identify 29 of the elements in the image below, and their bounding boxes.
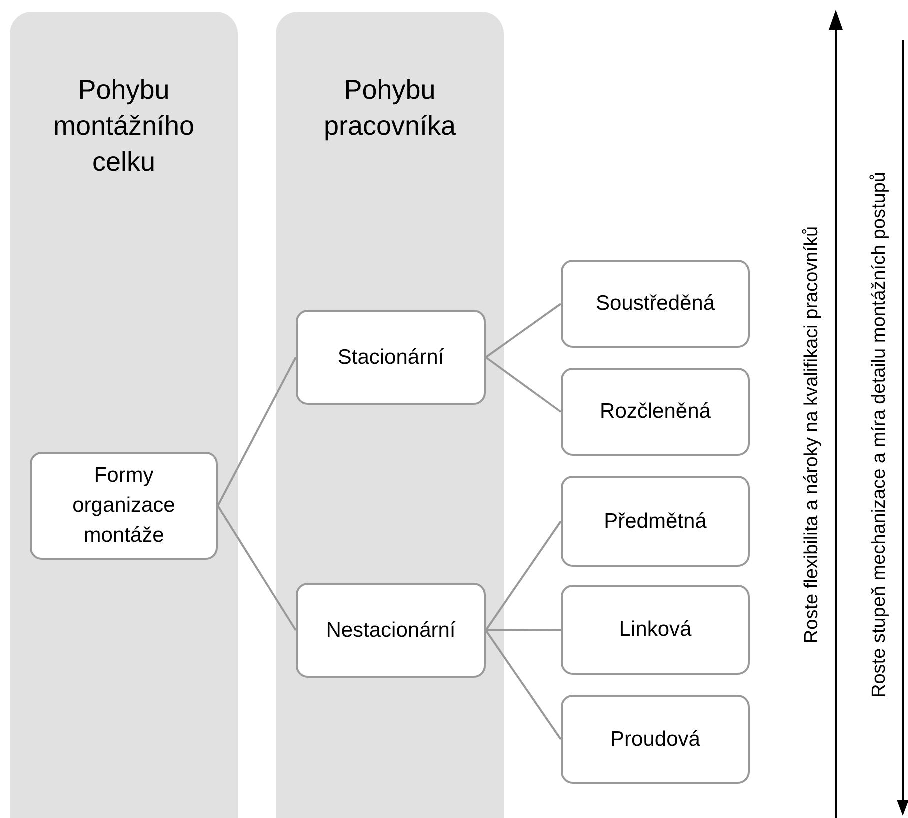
connector-line bbox=[485, 520, 562, 632]
column-heading: Pohybu montážního celku bbox=[52, 74, 196, 179]
connector-line bbox=[485, 356, 562, 413]
column-heading: Pohybu pracovníka bbox=[322, 74, 458, 143]
box-label: Formy organizace montáže bbox=[72, 463, 176, 549]
box-label: Linková bbox=[618, 617, 693, 643]
box-label: Rozčleněná bbox=[599, 399, 712, 425]
process-box bbox=[30, 452, 218, 560]
column-band bbox=[276, 12, 504, 818]
box-label: Soustředěná bbox=[594, 291, 716, 317]
process-box bbox=[561, 476, 750, 567]
process-box bbox=[296, 583, 486, 678]
connector-line bbox=[217, 505, 297, 632]
box-label: Stacionární bbox=[336, 344, 446, 370]
axis-caption: Roste stupeň mechanizace a míra detailu montážních postupů bbox=[869, 172, 891, 698]
axis-caption: Roste flexibilita a nároky na kvalifikaci pracovníků bbox=[801, 226, 824, 644]
box-label: Nestacionární bbox=[325, 618, 457, 644]
process-box bbox=[561, 260, 750, 348]
process-box bbox=[561, 695, 750, 784]
column-band bbox=[10, 12, 238, 818]
connector-line bbox=[485, 303, 562, 358]
box-label: Proudová bbox=[610, 726, 702, 752]
process-box bbox=[296, 310, 486, 405]
process-box bbox=[561, 368, 750, 456]
connector-line bbox=[486, 629, 561, 632]
process-box bbox=[561, 585, 750, 675]
connector-line bbox=[485, 630, 562, 740]
box-label: Předmětná bbox=[603, 508, 708, 534]
connector-line bbox=[217, 357, 297, 506]
